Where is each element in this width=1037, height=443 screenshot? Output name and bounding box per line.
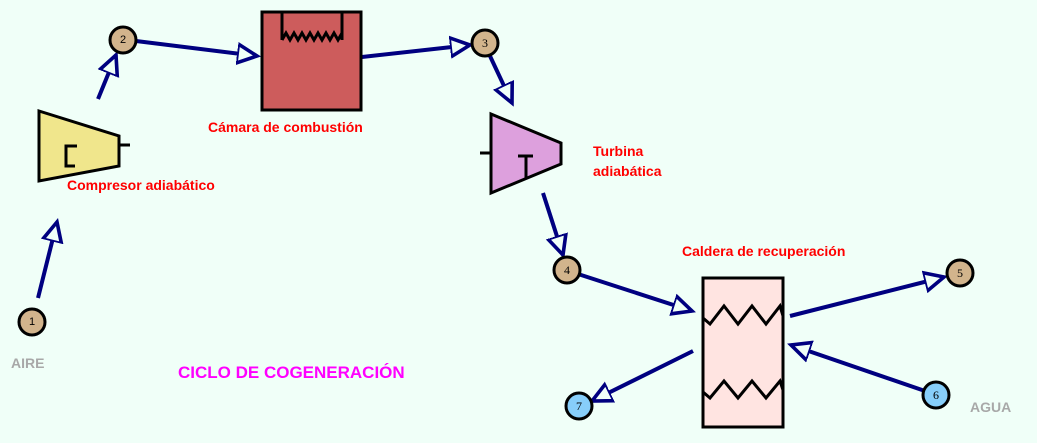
water-stream-label: AGUA <box>970 399 1011 415</box>
recovery-boiler[interactable] <box>701 276 785 429</box>
node-2[interactable]: 2 <box>108 25 138 55</box>
flow-4-to-boiler <box>577 272 692 311</box>
node-2-label: 2 <box>120 34 126 46</box>
compressor-body <box>37 108 121 183</box>
flow-chamber-to-3 <box>361 45 470 57</box>
flow-compressor-to-2 <box>96 55 116 100</box>
turbine-label-line1: Turbina <box>593 143 644 159</box>
heater-coil-icon <box>280 12 344 44</box>
chamber-body <box>260 10 363 112</box>
flow-2-to-chamber <box>135 39 257 56</box>
turbine-body <box>489 111 563 196</box>
node-6[interactable]: 6 <box>921 380 951 410</box>
flow-turbine-to-4 <box>541 192 563 255</box>
diagram-title: CICLO DE COGENERACIÓN <box>178 363 405 382</box>
node-6-label: 6 <box>933 388 939 402</box>
turbine-label-line2: adiabática <box>593 163 662 179</box>
chamber-label: Cámara de combustión <box>208 119 363 135</box>
node-4[interactable]: 4 <box>552 255 582 285</box>
node-3-label: 3 <box>482 36 488 50</box>
compressor-label: Compresor adiabático <box>67 177 215 193</box>
flow-boiler-to-5 <box>789 277 944 318</box>
node-5-label: 5 <box>957 266 963 280</box>
compressor[interactable] <box>37 108 130 183</box>
boiler-label: Caldera de recuperación <box>682 243 845 259</box>
turbine[interactable] <box>480 111 563 196</box>
node-7[interactable]: 7 <box>564 391 594 421</box>
flow-6-to-boiler <box>791 345 926 393</box>
node-1[interactable]: 1 <box>17 307 47 337</box>
node-7-label: 7 <box>576 399 582 413</box>
node-5[interactable]: 5 <box>945 258 975 288</box>
node-4-label: 4 <box>564 263 570 277</box>
boiler-body <box>701 276 785 429</box>
node-1-label: 1 <box>29 316 35 328</box>
combustion-chamber[interactable] <box>260 10 363 112</box>
compressor-symbol <box>64 144 77 168</box>
flow-1-to-compressor <box>36 222 57 299</box>
flow-boiler-to-7 <box>592 349 694 401</box>
air-stream-label: AIRE <box>11 355 44 371</box>
coil-upper-icon <box>702 302 785 327</box>
coil-lower-icon <box>702 377 785 401</box>
turbine-symbol <box>518 154 533 178</box>
flow-3-to-turbine <box>488 55 512 103</box>
node-3[interactable]: 3 <box>470 28 500 58</box>
